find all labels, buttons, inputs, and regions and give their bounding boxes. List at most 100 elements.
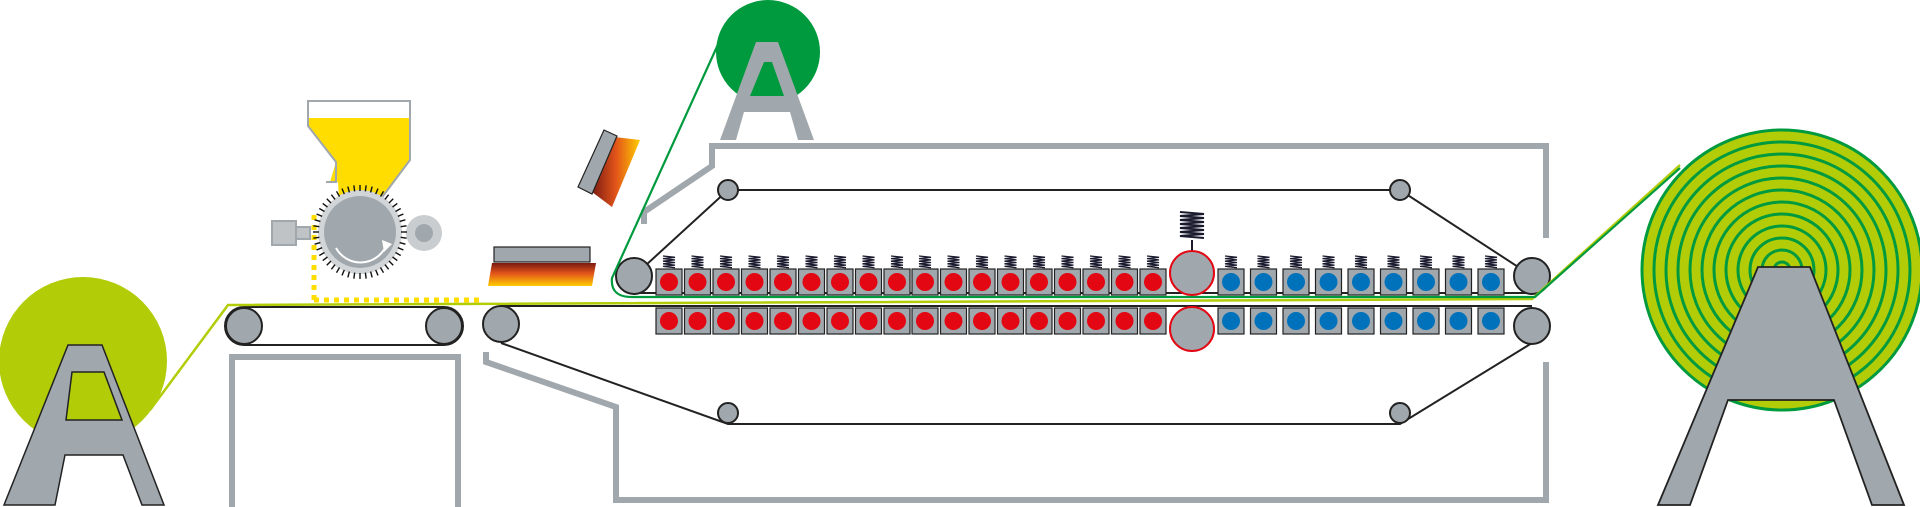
cooling-unit — [1217, 255, 1245, 296]
plate-unit-dot — [916, 273, 934, 291]
plate-unit-dot — [1384, 312, 1403, 330]
drive-roller-1 — [615, 257, 653, 295]
ir-heater-flat-glow — [488, 263, 596, 286]
plate-unit-dot — [859, 273, 878, 291]
cooling-unit — [1249, 255, 1278, 296]
drum-needle — [379, 267, 385, 274]
drum-needle — [353, 185, 356, 192]
side-pulley-hub — [415, 224, 433, 242]
spring-icon — [1257, 255, 1270, 269]
plate-unit-dot — [745, 273, 764, 291]
plate-unit-dot — [1319, 312, 1338, 330]
heating-unit — [655, 255, 683, 296]
spring-icon — [1322, 255, 1335, 269]
drum-needle — [314, 241, 321, 245]
plate-unit-dot — [1001, 312, 1020, 330]
cooling-unit — [1314, 307, 1343, 335]
plate-unit-dot — [660, 273, 678, 291]
drum-needle — [341, 188, 345, 195]
drum-needle — [379, 190, 385, 197]
spring-icon — [776, 255, 790, 269]
spring-icon — [833, 255, 847, 269]
cooling-unit — [1412, 255, 1440, 296]
drum-needle — [375, 188, 379, 195]
plate-unit-dot — [831, 312, 849, 330]
motor-shaft — [295, 226, 311, 240]
spring-icon — [719, 255, 733, 269]
spring-icon — [1004, 255, 1017, 269]
drum-needle — [388, 198, 394, 204]
heating-unit — [740, 255, 769, 296]
heating-unit — [769, 307, 797, 335]
rotation-arrow-head — [382, 240, 392, 252]
heating-unit — [826, 255, 854, 296]
plate-unit-dot — [1352, 273, 1370, 291]
spring-icon — [1354, 255, 1368, 269]
feed-roller-left — [225, 307, 263, 345]
cooling-unit — [1412, 307, 1440, 335]
deflection-roller-2 — [1389, 179, 1411, 201]
plate-unit-dot — [1319, 273, 1338, 291]
spring-icon — [1118, 255, 1131, 269]
base-fabric-web — [148, 164, 1681, 411]
plate-unit-dot — [802, 312, 821, 330]
drum-needle — [375, 269, 379, 276]
spring-icon — [805, 255, 818, 269]
cooling-unit — [1379, 255, 1408, 296]
drum-needle — [313, 225, 320, 228]
plate-unit-dot — [1222, 312, 1240, 330]
plate-unit-dot — [688, 273, 707, 291]
spring-icon — [1146, 255, 1160, 269]
drum-needle — [314, 219, 321, 223]
drum-needle — [335, 190, 341, 197]
spring-icon — [862, 255, 875, 269]
drum-needle — [395, 251, 402, 257]
heating-unit — [1110, 255, 1139, 296]
stand-body — [720, 42, 814, 140]
drum-needle — [369, 271, 373, 278]
drum-needle — [400, 225, 407, 228]
deflection-roller-4 — [1389, 402, 1411, 424]
plate-unit-dot — [1287, 312, 1305, 330]
heating-unit — [826, 307, 854, 335]
film-stand — [720, 42, 814, 140]
motor-box — [271, 220, 297, 246]
heating-unit — [712, 255, 740, 296]
drum-needle — [392, 256, 398, 262]
spring-icon — [1419, 255, 1433, 269]
plate-unit-dot — [774, 312, 792, 330]
drum-needle — [335, 267, 341, 274]
plate-unit-dot — [1087, 273, 1105, 291]
drum-needle — [399, 219, 406, 223]
plate-unit-dot — [1384, 273, 1403, 291]
plate-unit-dot — [1352, 312, 1370, 330]
drum-needle — [322, 202, 328, 208]
hopper-empty-top — [308, 101, 410, 118]
spring-icon — [748, 255, 761, 269]
press-plates — [655, 211, 1505, 352]
drum-needle — [392, 202, 398, 208]
drive-roller-3 — [1513, 307, 1551, 345]
drum-needle — [384, 264, 390, 270]
cooling-unit — [1347, 307, 1375, 335]
spring-icon — [1032, 255, 1046, 269]
cooling-unit — [1217, 307, 1245, 335]
spring-icon — [1061, 255, 1074, 269]
heating-unit — [769, 255, 797, 296]
heating-unit — [883, 255, 911, 296]
plate-unit-dot — [1417, 312, 1435, 330]
plate-unit-dot — [888, 273, 906, 291]
cooling-unit — [1314, 255, 1343, 296]
drum-needle — [330, 264, 336, 270]
heating-unit — [683, 255, 712, 296]
drum-needle — [318, 251, 325, 257]
drum-needle — [364, 272, 367, 279]
heating-unit — [996, 255, 1025, 296]
drum-needle — [326, 260, 332, 266]
plate-unit-dot — [1482, 312, 1500, 330]
calender-station — [1169, 211, 1215, 352]
plate-unit-dot — [1058, 273, 1077, 291]
cooling-unit — [1282, 307, 1310, 335]
heating-unit — [939, 307, 968, 335]
